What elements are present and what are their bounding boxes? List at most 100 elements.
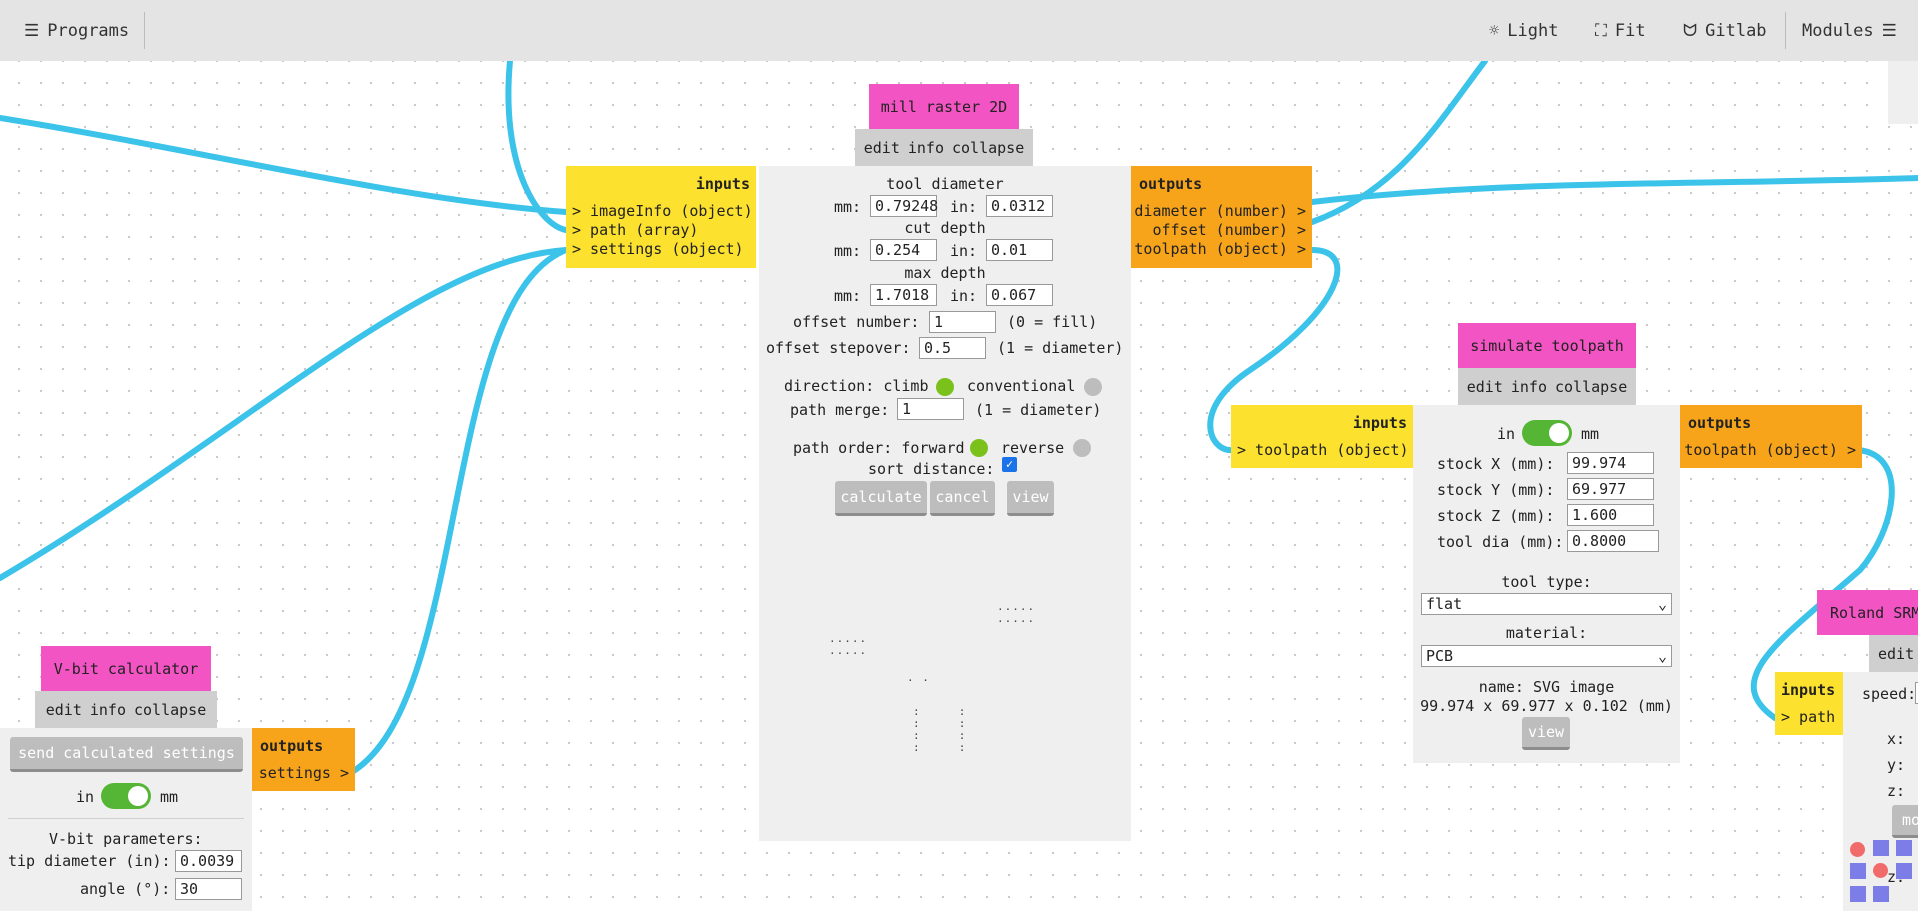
material-select[interactable]: PCB ⌄ — [1421, 645, 1672, 667]
info-button[interactable]: info — [907, 138, 944, 157]
tip-diameter-input[interactable]: 0.0039 — [175, 850, 242, 872]
cut-depth-label: cut depth — [904, 219, 986, 237]
module-title[interactable]: Roland SRM — [1817, 590, 1918, 635]
input-port-settings[interactable]: > settings (object) — [572, 240, 744, 258]
input-port-toolpath[interactable]: > toolpath (object) — [1237, 441, 1409, 459]
inputs-panel: inputs > path — [1775, 672, 1843, 735]
input-port-path[interactable]: > path (array) — [572, 221, 699, 239]
path-merge-input[interactable]: 1 — [897, 398, 964, 420]
gitlab-icon: ᗢ — [1683, 20, 1698, 41]
input-port-imageinfo[interactable]: > imageInfo (object) — [572, 202, 753, 220]
in-label: in: — [950, 287, 978, 305]
calculate-button[interactable]: calculate — [835, 481, 927, 516]
module-controls: edit info collapse — [35, 691, 217, 728]
collapse-button[interactable]: collapse — [134, 700, 207, 719]
output-port-settings[interactable]: settings > — [258, 764, 349, 782]
tool-dia-label: tool dia (mm): — [1437, 533, 1564, 551]
angle-input[interactable]: 30 — [175, 878, 242, 900]
modules-menu-button[interactable]: Modules ☰ — [1802, 0, 1897, 61]
inputs-header: inputs — [1352, 414, 1407, 432]
edit-button[interactable]: edit — [863, 138, 900, 157]
info-button[interactable]: info — [89, 700, 126, 719]
view-button[interactable]: view — [1522, 717, 1570, 750]
light-label: Light — [1507, 20, 1559, 41]
outputs-header: outputs — [260, 737, 324, 755]
stock-z-label: stock Z (mm): — [1437, 507, 1555, 525]
climb-radio[interactable] — [936, 378, 954, 396]
jog-square-icon[interactable] — [1873, 886, 1889, 902]
jog-dot-icon[interactable] — [1850, 842, 1865, 857]
unit-toggle[interactable] — [1522, 420, 1572, 446]
tool-type-label: tool type: — [1501, 573, 1592, 591]
stock-y-input[interactable]: 69.977 — [1567, 478, 1654, 500]
direction-label: direction: climb — [784, 377, 929, 395]
fit-button[interactable]: ⛶ Fit — [1595, 0, 1646, 61]
output-port-offset[interactable]: offset (number) > — [1152, 221, 1306, 239]
material-value: PCB — [1426, 647, 1454, 665]
jog-control-pad[interactable] — [1848, 838, 1918, 904]
outputs-header: outputs — [1139, 175, 1203, 193]
x-label: x: — [1887, 730, 1906, 748]
y-label: y: — [1887, 756, 1906, 774]
offset-stepover-input[interactable]: 0.5 — [919, 337, 986, 359]
tool-diameter-mm-input[interactable]: 0.79248 — [870, 195, 938, 217]
reverse-radio[interactable] — [1073, 439, 1091, 457]
tool-type-select[interactable]: flat ⌄ — [1421, 593, 1672, 615]
module-title[interactable]: V-bit calculator — [41, 646, 211, 691]
collapse-button[interactable]: collapse — [1555, 377, 1628, 396]
output-port-toolpath[interactable]: toolpath (object) > — [1684, 441, 1856, 459]
vbit-params-label: V-bit parameters: — [49, 830, 203, 848]
edit-button[interactable]: edit — [45, 700, 82, 719]
cut-depth-mm-input[interactable]: 0.254 — [870, 239, 937, 261]
sort-distance-checkbox[interactable]: ✓ — [1002, 457, 1017, 472]
tool-diameter-in-input[interactable]: 0.0312 — [986, 195, 1053, 217]
jog-square-icon[interactable] — [1873, 840, 1889, 856]
stock-z-input[interactable]: 1.600 — [1567, 504, 1654, 526]
conventional-radio[interactable] — [1084, 378, 1102, 396]
offset-number-hint: (0 = fill) — [1007, 313, 1098, 331]
speed-label: speed: — [1862, 685, 1917, 703]
outputs-panel: outputs settings > — [252, 728, 355, 791]
output-port-diameter[interactable]: diameter (number) > — [1134, 202, 1306, 220]
collapse-button[interactable]: collapse — [952, 138, 1025, 157]
fit-label: Fit — [1614, 20, 1646, 41]
info-button[interactable]: info — [1510, 377, 1547, 396]
unit-toggle[interactable] — [101, 783, 151, 809]
fit-screen-icon: ⛶ — [1595, 20, 1607, 41]
cut-depth-in-input[interactable]: 0.01 — [986, 239, 1053, 261]
gitlab-link[interactable]: ᗢ Gitlab — [1683, 0, 1767, 61]
input-port-path[interactable]: > path — [1781, 708, 1836, 726]
jog-square-icon[interactable] — [1850, 886, 1866, 902]
edit-button[interactable]: edit — [1878, 644, 1915, 663]
offset-number-input[interactable]: 1 — [929, 311, 996, 333]
stock-x-input[interactable]: 99.974 — [1567, 452, 1654, 474]
light-theme-button[interactable]: ☼ Light — [1489, 0, 1558, 61]
output-port-toolpath[interactable]: toolpath (object) > — [1134, 240, 1306, 258]
module-title[interactable]: simulate toolpath — [1458, 323, 1636, 368]
unit-in-label: in — [76, 788, 95, 806]
jog-square-icon[interactable] — [1896, 863, 1912, 879]
forward-radio[interactable] — [970, 439, 988, 457]
module-title[interactable]: mill raster 2D — [869, 84, 1019, 129]
move-button[interactable]: mov — [1892, 805, 1918, 838]
reverse-label: reverse — [1001, 439, 1065, 457]
view-button[interactable]: view — [1007, 481, 1054, 516]
stock-x-label: stock X (mm): — [1437, 455, 1555, 473]
chevron-down-icon: ⌄ — [1657, 647, 1667, 665]
jog-dot-icon[interactable] — [1873, 863, 1888, 878]
jog-square-icon[interactable] — [1896, 840, 1912, 856]
tool-dia-input[interactable]: 0.8000 — [1567, 530, 1659, 552]
send-calculated-settings-button[interactable]: send calculated settings — [10, 737, 243, 772]
gitlab-label: Gitlab — [1705, 20, 1767, 41]
edit-button[interactable]: edit — [1466, 377, 1503, 396]
unit-in-label: in — [1497, 425, 1516, 443]
cancel-button[interactable]: cancel — [930, 481, 995, 516]
inputs-header: inputs — [695, 175, 750, 193]
max-depth-in-input[interactable]: 0.067 — [986, 284, 1053, 306]
max-depth-mm-input[interactable]: 1.7018 — [870, 284, 937, 306]
programs-menu-button[interactable]: ☰ Programs — [24, 0, 129, 61]
in-label: in: — [950, 198, 978, 216]
jog-square-icon[interactable] — [1850, 863, 1866, 879]
conventional-label: conventional — [967, 377, 1076, 395]
speed-input[interactable] — [1915, 682, 1918, 704]
